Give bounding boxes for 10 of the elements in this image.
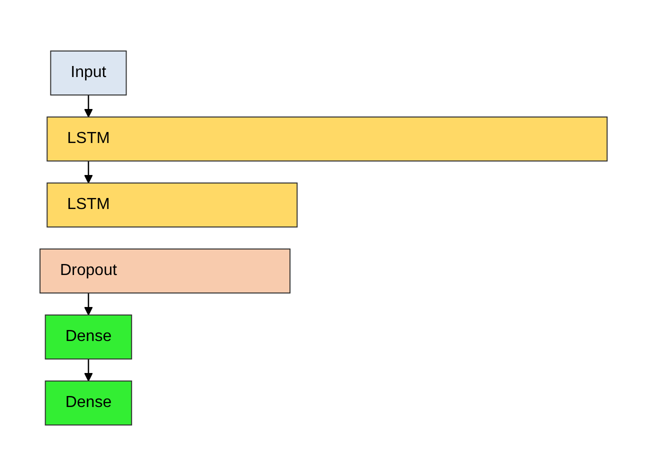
node-box: Dropout [39, 248, 290, 294]
arrow [84, 293, 93, 316]
node-box: Input [50, 50, 127, 96]
arrow [84, 161, 93, 184]
arrow [84, 95, 93, 118]
node-box: LSTM [46, 116, 608, 162]
node-box: Dense [44, 380, 132, 426]
node-box: LSTM [46, 182, 298, 228]
node-box: Dense [44, 314, 132, 360]
arrow [84, 359, 93, 382]
